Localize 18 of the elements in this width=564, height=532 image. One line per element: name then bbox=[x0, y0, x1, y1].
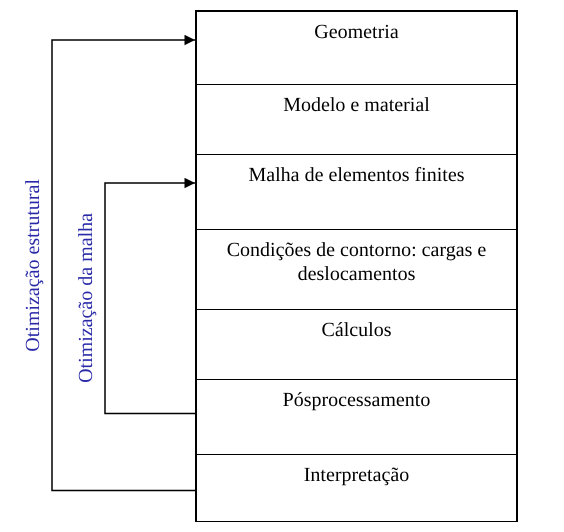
step-text: Pósprocessamento bbox=[282, 388, 430, 413]
step-text: Modelo e material bbox=[283, 93, 430, 118]
process-box bbox=[195, 455, 518, 522]
step-text: Interpretação bbox=[304, 463, 410, 488]
step-text: Condições de contorno: cargas e deslocamentos bbox=[226, 238, 488, 287]
edge-label: Otimização da malha bbox=[75, 213, 97, 384]
process-box bbox=[195, 310, 518, 380]
process-box bbox=[195, 380, 518, 455]
process-box bbox=[195, 10, 518, 85]
step-text: Cálculos bbox=[322, 318, 392, 343]
arrow bbox=[104, 178, 195, 414]
edge-label: Otimização estrutural bbox=[22, 178, 44, 352]
arrow bbox=[51, 34, 195, 492]
process-box bbox=[195, 155, 518, 230]
process-box bbox=[195, 85, 518, 155]
process-box bbox=[195, 230, 518, 310]
step-text: Malha de elementos finites bbox=[248, 163, 465, 188]
step-text: Geometria bbox=[314, 20, 399, 45]
